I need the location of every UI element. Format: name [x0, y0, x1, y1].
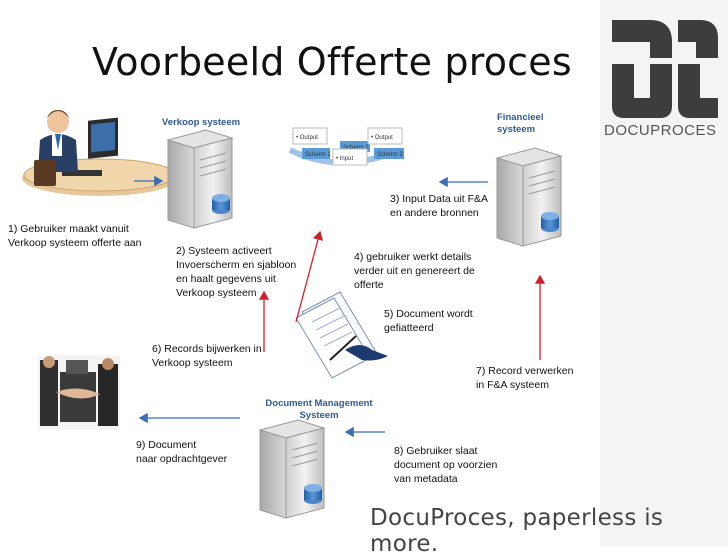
- input-label: • Input: [336, 156, 353, 162]
- brand-logo-text: DOCUPROCES: [604, 122, 717, 139]
- step-6-text: 6) Records bijwerken in Verkoop systeem: [152, 343, 262, 369]
- handshake-photo-icon: [38, 355, 120, 430]
- step-1-text: 1) Gebruiker maakt vanuit Verkoop systee…: [8, 223, 142, 249]
- footer-slogan: DocuProces, paperless is more.: [370, 505, 664, 557]
- page-title: Voorbeeld Offerte proces: [92, 40, 572, 84]
- step-5-text: 5) Document wordt gefiatteerd: [384, 308, 473, 334]
- step-2-text: 2) Systeem activeert Invoerscherm en sja…: [176, 245, 297, 299]
- verkoop-system-label: Verkoop systeem: [161, 117, 241, 128]
- server-icon: [495, 147, 563, 247]
- financieel-system-label: Financieel systeem: [497, 112, 544, 135]
- screen-flow-diagram: • Output Scherm 1 Scherm 2 • Input • Out…: [288, 127, 404, 166]
- scherm-1-node: [302, 148, 330, 159]
- output-node-2: [367, 127, 403, 145]
- scherm-3-node: [374, 148, 404, 159]
- step-4-text: 4) gebruiker werkt details verder uit en…: [354, 251, 475, 291]
- output-node-1: [292, 127, 328, 145]
- step-8-text: 8) Gebruiker slaat document op voorzien …: [394, 445, 498, 485]
- scherm-3-label: Scherm 3: [377, 152, 403, 158]
- user-at-computer-icon: [22, 110, 178, 196]
- signing-document-icon: [295, 291, 388, 379]
- scherm-2-label: Scherm 2: [343, 145, 369, 151]
- scherm-1-label: Scherm 1: [305, 152, 331, 158]
- step-7-text: 7) Record verwerken in F&A systeem: [476, 365, 574, 391]
- dms-system-label: Document Management Systeem: [265, 398, 373, 421]
- step-9-text: 9) Document naar opdrachtgever: [136, 439, 228, 465]
- arrow-document-to-flow: [295, 230, 324, 323]
- docuproces-logo-mark: [612, 20, 718, 118]
- scherm-2-node: [340, 141, 370, 152]
- output-label-1: • Output: [296, 135, 318, 141]
- step-3-text: 3) Input Data uit F&A en andere bronnen: [390, 193, 489, 219]
- server-icon: [258, 419, 326, 519]
- server-icon: [166, 129, 234, 229]
- input-node: [332, 148, 368, 166]
- output-label-2: • Output: [371, 135, 393, 141]
